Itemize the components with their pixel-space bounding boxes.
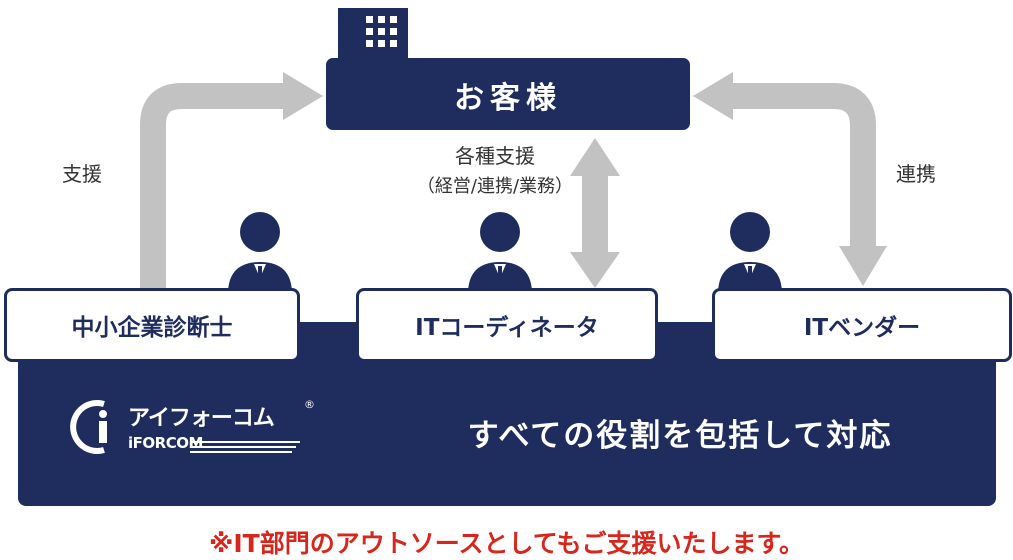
logo-speed-lines — [190, 441, 300, 453]
left-arrow-head — [283, 72, 323, 120]
person-icon — [468, 212, 532, 294]
logo-name-jp: アイフォーコム — [128, 406, 275, 431]
role-box-it-coordinator: ITコーディネータ — [356, 288, 658, 362]
role-label: ITベンダー — [803, 315, 921, 341]
left-support-arrow — [140, 83, 283, 292]
center-arrow-label-line2: （経営/連携/業務） — [416, 176, 574, 197]
logo-registered-mark: ® — [304, 398, 315, 411]
center-arrow-head-up — [570, 138, 620, 176]
center-arrow-head-down — [570, 252, 620, 288]
right-arrow-label: 連携 — [896, 162, 936, 186]
right-arrow-head-down — [839, 246, 887, 286]
customer-box — [326, 58, 690, 130]
center-arrow-label-line1: 各種支援 — [455, 144, 535, 168]
person-icon — [718, 212, 782, 294]
logo-name-en: iFORCOM — [128, 434, 203, 452]
footnote: ※IT部門のアウトソースとしてもご支援いたします。 — [209, 529, 804, 558]
company-tagline: すべての役割を包括して対応 — [467, 418, 893, 454]
right-link-arrow — [733, 83, 876, 246]
right-arrow-head-left — [693, 72, 733, 120]
role-label: 中小企業診断士 — [71, 315, 233, 341]
company-panel — [18, 322, 996, 506]
person-icon — [228, 212, 292, 294]
role-box-it-vendor: ITベンダー — [712, 288, 1012, 362]
left-arrow-label: 支援 — [62, 162, 102, 186]
center-arrow-shaft — [582, 172, 608, 256]
role-box-consultant: 中小企業診断士 — [4, 288, 300, 362]
role-label: ITコーディネータ — [415, 315, 599, 341]
building-icon — [338, 8, 408, 58]
customer-title: お客様 — [454, 81, 562, 116]
logo-mark-icon — [70, 400, 107, 454]
